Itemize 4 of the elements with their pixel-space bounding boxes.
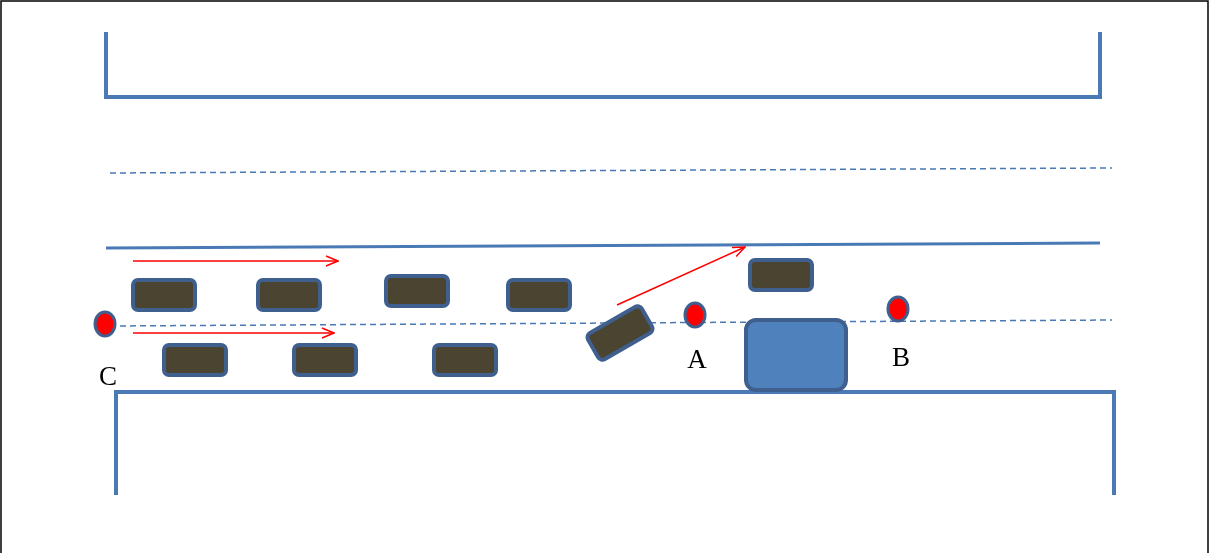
obstacle-block [744,318,848,392]
point-label: C [99,362,117,390]
point-label: A [687,345,707,373]
point-label: B [892,343,910,371]
